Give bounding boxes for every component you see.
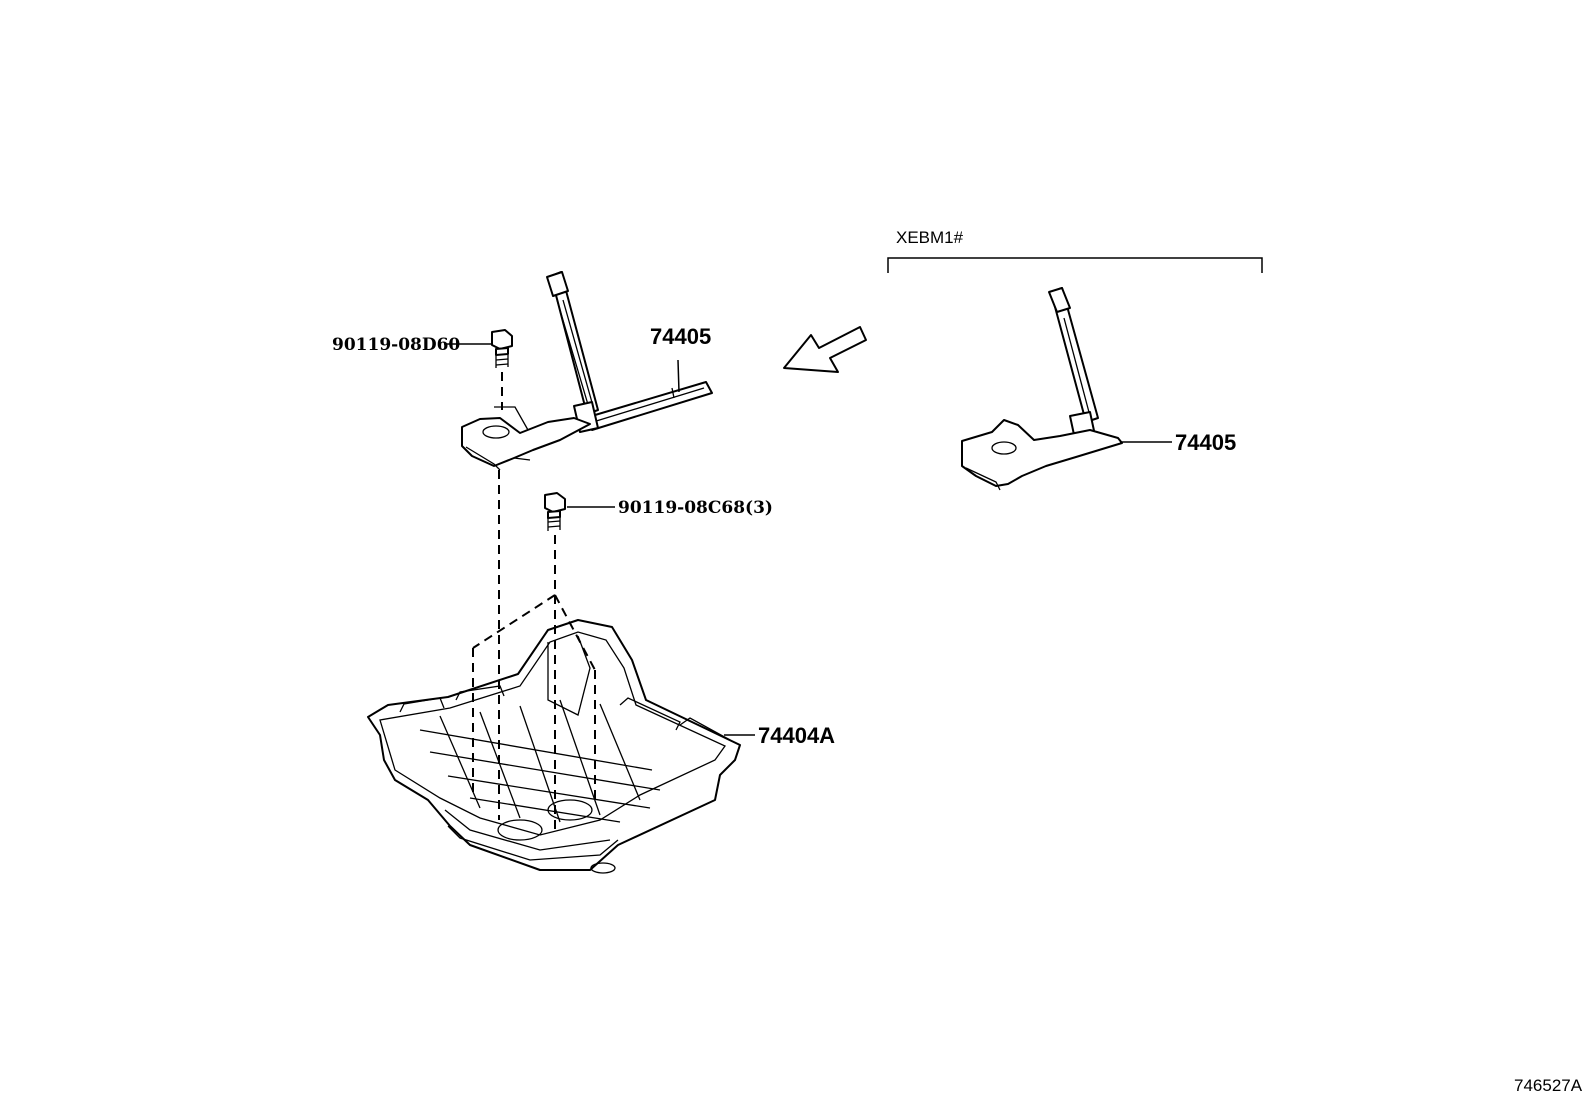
- assembly-lines: [472, 372, 596, 830]
- bolt-mid[interactable]: [544, 492, 566, 531]
- callout-bolt-top: 90119-08D60: [332, 335, 460, 355]
- leader-lines: [444, 343, 1172, 736]
- variant-label: XEBM1#: [896, 228, 964, 247]
- variant-bracket-group: XEBM1#: [887, 228, 1263, 273]
- bolt-top[interactable]: [491, 329, 513, 368]
- direction-arrow-icon: [783, 326, 867, 373]
- battery-hold-down-bracket[interactable]: [461, 271, 713, 471]
- callout-bolt-mid: 90119-08C68(3): [618, 498, 773, 518]
- callout-bracket-variant: 74405: [1175, 430, 1236, 455]
- illustration-id: 746527A: [1514, 1076, 1583, 1095]
- callout-bracket-main: 74405: [650, 324, 711, 349]
- callout-tray: 74404A: [758, 723, 835, 748]
- variant-bracket-line: [887, 257, 1263, 273]
- battery-hold-down-bracket-variant[interactable]: [961, 287, 1123, 491]
